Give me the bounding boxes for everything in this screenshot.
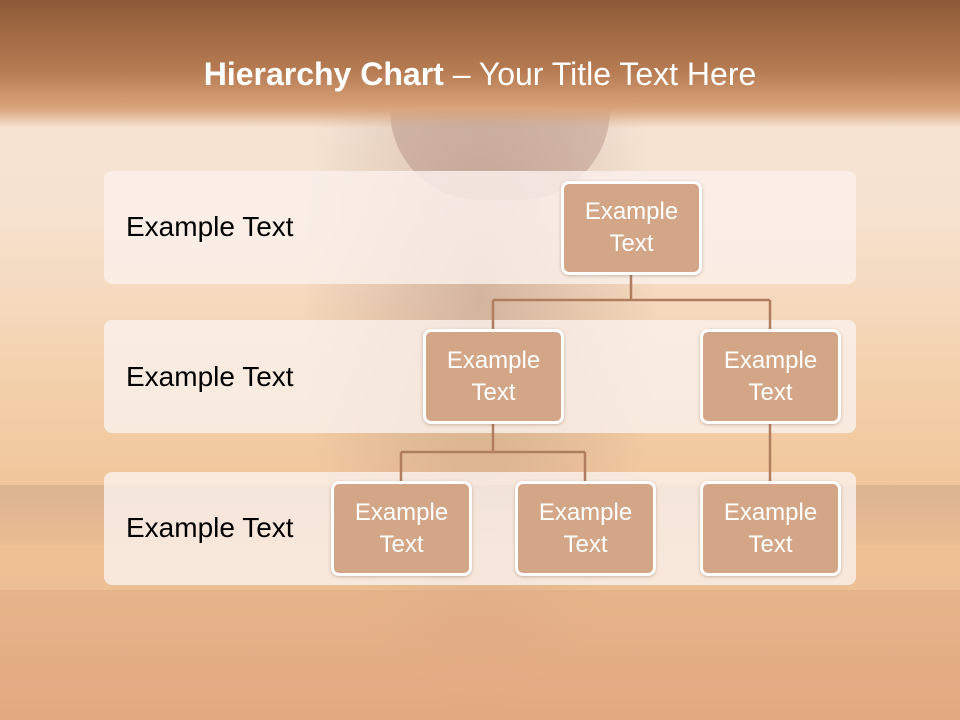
slide-title: Hierarchy Chart – Your Title Text Here xyxy=(0,52,960,96)
title-rest: – Your Title Text Here xyxy=(443,56,757,92)
level-1-label[interactable]: Example Text xyxy=(126,211,294,242)
node-grandchild-2[interactable]: Example Text xyxy=(515,481,656,576)
node-child-right[interactable]: Example Text xyxy=(700,329,841,424)
title-bar xyxy=(0,0,960,128)
node-grandchild-3[interactable]: Example Text xyxy=(700,481,841,576)
pier-floor xyxy=(0,590,960,720)
node-grandchild-1[interactable]: Example Text xyxy=(331,481,472,576)
title-bold: Hierarchy Chart xyxy=(203,56,444,92)
node-child-left[interactable]: Example Text xyxy=(423,329,564,424)
level-band-1 xyxy=(104,171,856,284)
level-2-label[interactable]: Example Text xyxy=(126,361,294,392)
level-3-label[interactable]: Example Text xyxy=(126,512,294,543)
node-root[interactable]: Example Text xyxy=(561,181,702,275)
